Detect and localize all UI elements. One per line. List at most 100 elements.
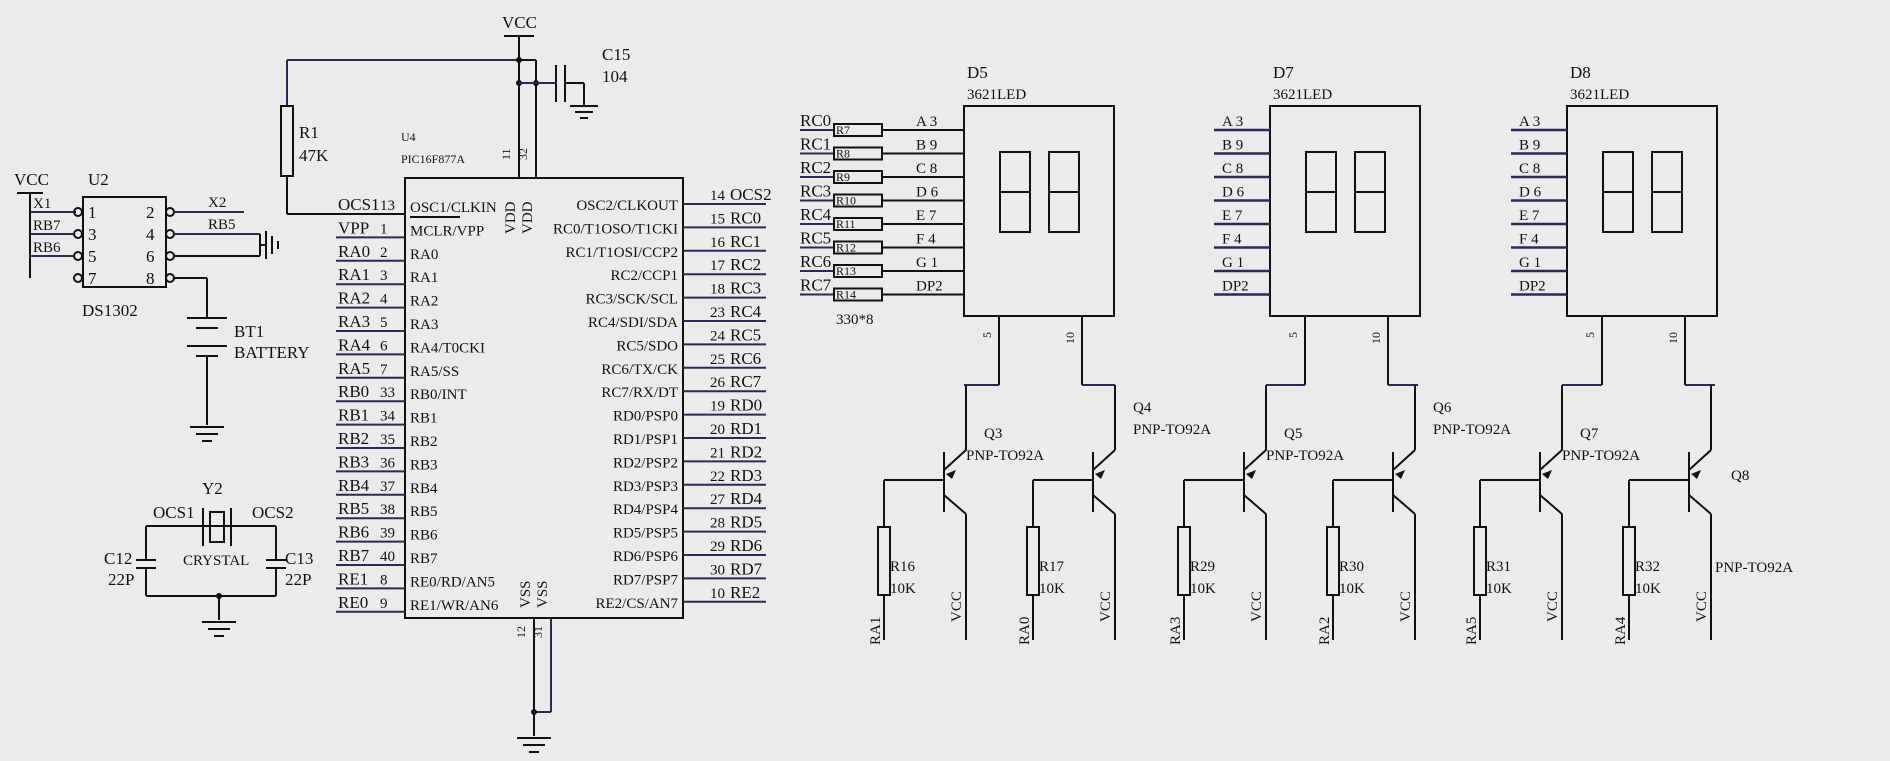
u4-left-pin-func: RA4/T0CKI — [410, 340, 485, 356]
u4-left-pin-number: 2 — [380, 245, 388, 261]
u2-pin-number: 2 — [146, 203, 155, 222]
u4-left-net: RB5 — [338, 499, 369, 518]
u4-right-net: RC5 — [730, 325, 761, 344]
common-pin-label: 5 — [1286, 332, 1300, 338]
rarray-ref: R9 — [836, 170, 850, 184]
emitter-vcc-label: VCC — [1249, 591, 1265, 622]
battery-bt1: BT1 BATTERY — [187, 317, 310, 442]
segment-pin-label: B 9 — [1222, 138, 1243, 154]
emitter-arrow — [1246, 470, 1256, 479]
display-ref: D5 — [967, 63, 988, 82]
segment-pin-label: A 3 — [1222, 114, 1243, 130]
rarray-net-label: RC2 — [800, 158, 831, 177]
u4-right-pin-number: 25 — [710, 352, 725, 368]
segment-pin-label: D 6 — [916, 185, 939, 201]
base-resistor-value: 10K — [1190, 581, 1216, 597]
u4-left-pin-func: RB6 — [410, 528, 438, 544]
u4-right-pin-number: 24 — [710, 328, 726, 344]
u4-left-pin-number: 13 — [380, 198, 395, 214]
u2-part: DS1302 — [82, 301, 138, 320]
base-resistor-ref: R29 — [1190, 559, 1215, 575]
segment-pin-label: G 1 — [916, 255, 938, 271]
transistor-part: PNP-TO92A — [1433, 422, 1511, 438]
segment-pin-label: A 3 — [1519, 114, 1540, 130]
transistor-part: PNP-TO92A — [1266, 448, 1344, 464]
emitter-arrow — [1095, 470, 1105, 479]
u2-pin-number: 7 — [88, 269, 97, 288]
u4-left-pin-number: 38 — [380, 502, 395, 518]
u4-left-pin-number: 37 — [380, 479, 396, 495]
u4-right-net: RD7 — [730, 559, 763, 578]
u4-vdd-label-2: VDD — [520, 201, 536, 234]
crystal-y2: Y2 OCS1 OCS2 CRYSTAL C12 22P C13 22P — [104, 479, 313, 637]
u4-pic16f877a: U4 PIC16F877A 11 32 VDD VDD VSS VSS 12 3… — [336, 130, 772, 753]
u4-right-net: RE2 — [730, 583, 760, 602]
c13-ref: C13 — [285, 549, 313, 568]
u4-right-net: RD6 — [730, 536, 762, 555]
segment-pin-label: F 4 — [1519, 232, 1539, 248]
u4-left-pin-func: RA0 — [410, 247, 438, 263]
base-resistor-ref: R31 — [1486, 559, 1511, 575]
u4-right-pin-number: 22 — [710, 469, 725, 485]
u4-left-net: RA2 — [338, 289, 370, 308]
rarray-ref: R8 — [836, 147, 850, 161]
transistor-part: PNP-TO92A — [966, 448, 1044, 464]
emitter-vcc-label: VCC — [949, 591, 965, 622]
transistor-ref: Q8 — [1731, 468, 1749, 484]
u4-right-pin-func: OSC2/CLKOUT — [576, 198, 678, 214]
u4-right-pin-number: 29 — [710, 539, 725, 555]
u2-pin-circle — [165, 273, 175, 283]
u4-left-pin-number: 8 — [380, 572, 388, 588]
u4-right-pin-number: 20 — [710, 422, 725, 438]
base-resistor-value: 10K — [1635, 581, 1661, 597]
capacitor-c15: C15 104 — [555, 45, 630, 119]
ground-icon — [190, 426, 224, 442]
u2-net-label: RB6 — [33, 240, 61, 256]
rarray-ref: R11 — [836, 217, 856, 231]
base-resistor-net: RA3 — [1168, 617, 1184, 645]
display-body — [1566, 105, 1718, 317]
base-resistor-ref: R16 — [890, 559, 916, 575]
u4-right-net: RC2 — [730, 255, 761, 274]
display-ref: D8 — [1570, 63, 1591, 82]
u4-left-pin-number: 33 — [380, 385, 395, 401]
u4-right-pin-number: 30 — [710, 562, 725, 578]
transistor-ref: Q4 — [1133, 400, 1152, 416]
base-resistor-body — [877, 526, 891, 596]
u4-right-net: RC4 — [730, 302, 762, 321]
rarray-ref: R7 — [836, 123, 850, 137]
u4-right-net: RD1 — [730, 419, 762, 438]
rarray-ref: R12 — [836, 241, 856, 255]
segment-pin-label: F 4 — [1222, 232, 1242, 248]
c12-ref: C12 — [104, 549, 132, 568]
bt1-value: BATTERY — [234, 343, 310, 362]
u4-bottom-pin-12: 12 — [514, 626, 528, 638]
u4-vss-label-2: VSS — [535, 580, 551, 608]
u2-pin-circle — [73, 229, 83, 239]
ground-icon — [202, 621, 236, 637]
u4-left-pin-number: 39 — [380, 526, 395, 542]
segment-pin-label: C 8 — [1222, 161, 1243, 177]
u4-right-net: RC7 — [730, 372, 762, 391]
u4-left-pin-number: 34 — [380, 409, 396, 425]
u2-net-label: RB7 — [33, 218, 61, 234]
emitter-arrow — [1542, 470, 1552, 479]
u4-bottom-pin-31: 31 — [531, 626, 545, 638]
u4-left-pin-number: 1 — [380, 221, 388, 237]
u2-pin-number: 1 — [88, 203, 97, 222]
u4-right-pin-number: 27 — [710, 492, 726, 508]
transistor-ref: Q5 — [1284, 426, 1302, 442]
u4-left-net: RB1 — [338, 406, 369, 425]
rarray-net-label: RC4 — [800, 205, 832, 224]
u2-pin-number: 4 — [146, 225, 155, 244]
u4-left-net: VPP — [338, 218, 369, 237]
u4-left-pin-number: 7 — [380, 362, 388, 378]
u4-left-pin-func: RA5/SS — [410, 364, 459, 380]
u2-ref: U2 — [88, 170, 109, 189]
u4-left-pin-func: RA2 — [410, 294, 438, 310]
